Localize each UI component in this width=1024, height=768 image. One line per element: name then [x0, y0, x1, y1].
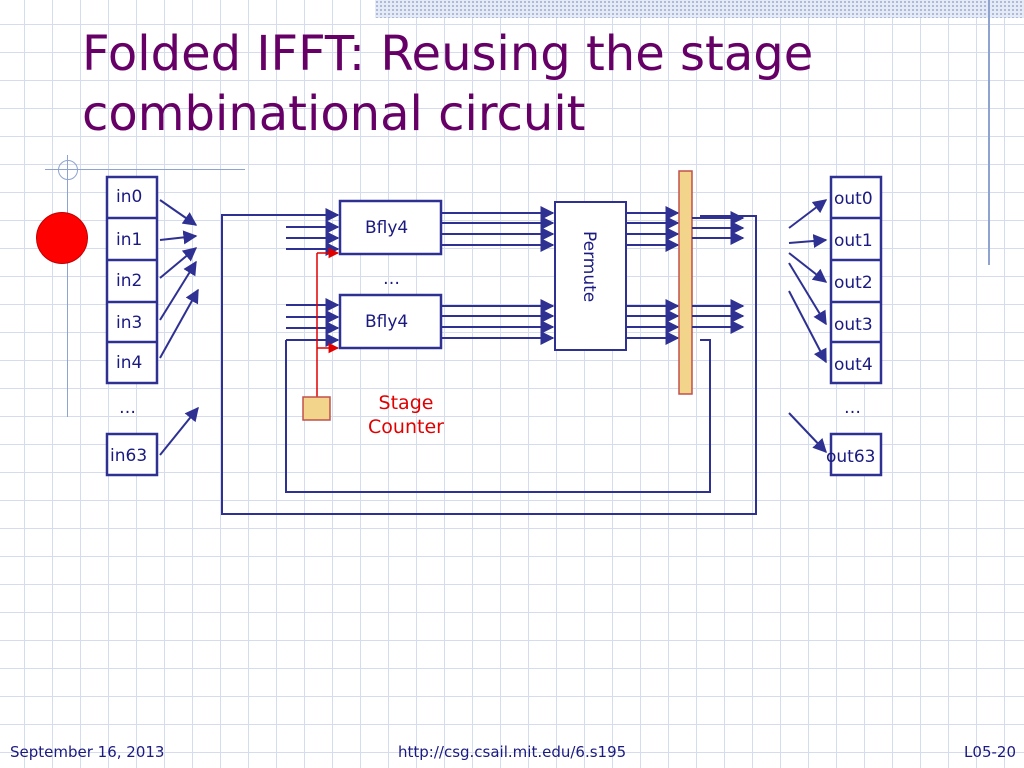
bfly4-top-label: Bfly4 — [365, 218, 408, 238]
stage-register — [678, 170, 693, 395]
bfly-to-permute-arrows — [441, 206, 555, 345]
bfly4-bottom-label: Bfly4 — [365, 312, 408, 332]
stage-counter-control-wires — [316, 247, 340, 397]
decor-horizontal-line — [45, 169, 245, 170]
output-ellipsis: … — [844, 398, 861, 418]
bfly-bottom-input-arrows — [286, 298, 340, 347]
output-label-out3: out3 — [834, 315, 873, 335]
input-label-in63: in63 — [110, 446, 147, 466]
stage-counter-label-line1: Stage — [379, 392, 434, 414]
input-label-in2: in2 — [116, 271, 142, 291]
laser-pointer-dot — [36, 212, 88, 264]
output-column: out0 out1 out2 out3 out4 … out63 — [826, 175, 883, 477]
input-label-in4: in4 — [116, 353, 142, 373]
register-output-arrows — [692, 211, 745, 334]
bfly-ellipsis: … — [383, 269, 400, 289]
permute-box: Permute — [554, 201, 627, 351]
decor-circle — [58, 160, 78, 180]
stage-counter-label-line2: Counter — [368, 416, 444, 438]
footer-page-number: L05-20 — [964, 743, 1016, 761]
decor-vertical-line — [988, 0, 990, 265]
footer-date: September 16, 2013 — [10, 743, 165, 761]
output-label-out1: out1 — [834, 231, 873, 251]
output-label-out2: out2 — [834, 273, 873, 293]
decor-left-line — [67, 155, 68, 417]
header-band — [375, 0, 1024, 18]
feedback-wires — [221, 214, 757, 515]
bfly-top-input-arrows — [286, 208, 340, 256]
stage-counter-box — [302, 396, 331, 421]
input-label-in0: in0 — [116, 187, 142, 207]
output-label-out4: out4 — [834, 355, 873, 375]
input-ellipsis: … — [119, 398, 136, 418]
input-column: in0 in1 in2 in3 in4 … in63 — [105, 175, 159, 477]
bfly4-top-box: Bfly4 — [338, 199, 443, 256]
output-label-out63: out63 — [826, 447, 875, 467]
permute-to-register-arrows — [626, 206, 680, 345]
output-label-out0: out0 — [834, 189, 873, 209]
footer-url: http://csg.csail.mit.edu/6.s195 — [398, 743, 627, 761]
slide-title: Folded IFFT: Reusing the stage combinati… — [82, 26, 814, 142]
input-label-in3: in3 — [116, 313, 142, 333]
input-arrows — [159, 199, 199, 456]
input-label-in1: in1 — [116, 230, 142, 250]
output-arrows — [788, 199, 828, 454]
bfly4-bottom-box: Bfly4 — [338, 293, 443, 350]
permute-label: Permute — [579, 231, 599, 302]
